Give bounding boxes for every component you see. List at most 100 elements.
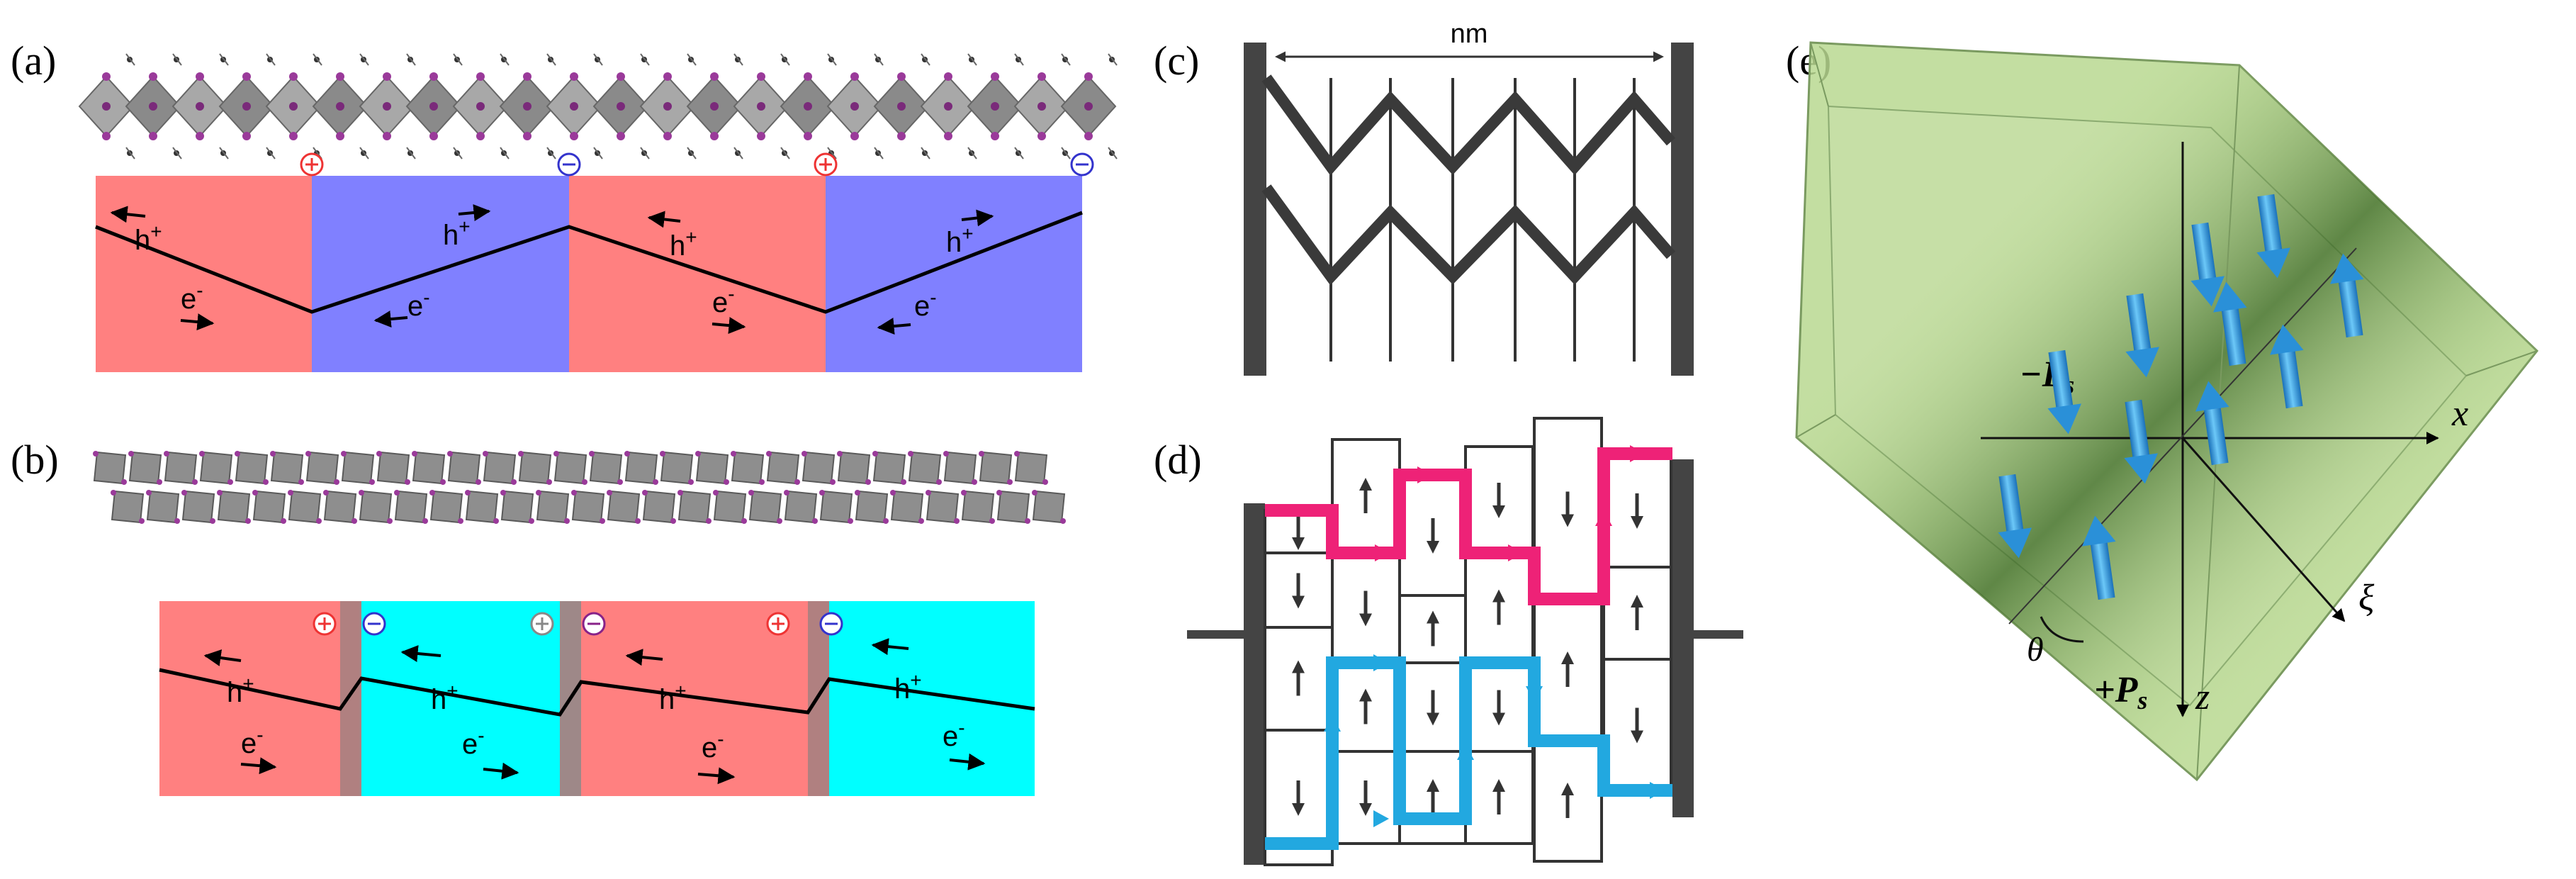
atom [476,132,485,140]
atom [1037,72,1046,81]
octahedron [553,451,587,485]
bond [1108,147,1118,159]
domain-blue-2 [826,176,1082,372]
atom [943,451,949,457]
arrow-down-icon [1561,491,1574,527]
electron-arrow [697,767,736,785]
atom [281,518,286,524]
plus-charge-icon [814,152,838,177]
arrow-up-icon [1292,660,1305,696]
octahedron [1014,451,1048,485]
svg-text:e-: e- [712,283,735,318]
panel-c-label: (c) [1154,38,1199,84]
octahedron [731,451,765,485]
bond [967,147,977,159]
band-profile-a [95,211,1083,314]
atom [429,490,435,496]
atom [334,479,339,485]
atom [529,518,534,524]
x-axis-label: x [2451,393,2468,434]
atom [164,451,169,457]
octahedron [855,490,889,524]
hole-arrow [961,209,994,227]
arrow-down-icon [1359,590,1372,627]
octahedron [926,490,960,524]
atom [235,451,240,457]
octahedron [305,451,339,485]
atom [695,451,701,457]
atom [518,451,524,457]
atom [570,102,578,111]
electron-arrow [180,313,215,331]
hole-arrow [625,649,663,666]
electron-label: e- [702,728,724,763]
right-electrode [1671,43,1694,376]
left-electrode [1244,503,1265,865]
arrow-down-icon [1292,515,1305,550]
octahedron [412,451,446,485]
atom [706,518,712,524]
octahedron [252,490,286,524]
hole-arrow [400,645,441,662]
octahedron [784,490,818,524]
atom [305,451,311,457]
svg-text:h+: h+ [946,223,974,258]
octahedron [199,451,233,485]
panel-a-label: (a) [11,38,56,84]
atom [819,490,825,496]
atom [465,490,471,496]
atom [991,72,999,81]
bond [500,53,510,66]
bond [780,147,790,159]
bond [640,53,650,66]
atom [341,451,347,457]
atom [483,451,488,457]
atom [961,490,967,496]
arrow-up-icon [1631,595,1643,630]
bond [593,147,603,159]
atom [387,518,393,524]
arrow-down-icon [1427,518,1439,554]
atom [804,102,812,111]
bond [500,147,510,159]
arrow-up-icon [1492,779,1505,814]
electron-label: e- [181,279,203,315]
atom [607,490,612,496]
atom [850,102,859,111]
arrow-up-icon [1359,688,1372,724]
panel-e: (e) x z ξ θ −Ps +Ps [1786,38,2539,782]
atom [804,132,812,140]
bond [967,53,977,66]
atom [850,132,859,140]
minus-charge-icon [362,612,386,636]
bond [359,147,369,159]
atom [757,132,765,140]
hole-label: h+ [894,669,922,705]
electron-label: e- [943,717,965,752]
cyan-conduction-path [1265,656,1672,850]
atom [582,479,587,485]
atom [383,102,391,111]
positive-polarization-label: +Ps [2094,670,2147,715]
svg-text:h+: h+ [431,680,459,715]
atom [1084,102,1093,111]
arrow-down-icon [1631,493,1643,529]
atom [624,451,630,457]
atom [996,490,1002,496]
atom [890,490,896,496]
panel-c: (c) nm [1154,19,1694,376]
bond [1014,53,1024,66]
atom [663,132,672,140]
atom [316,518,322,524]
bond [827,53,837,66]
octahedron [802,451,836,485]
bond [1108,53,1118,66]
atom [670,518,676,524]
atom [688,479,694,485]
atom [926,490,931,496]
atom [523,72,531,81]
octahedron [642,490,676,524]
bond [780,53,790,66]
atom [944,72,952,81]
atom [359,490,364,496]
